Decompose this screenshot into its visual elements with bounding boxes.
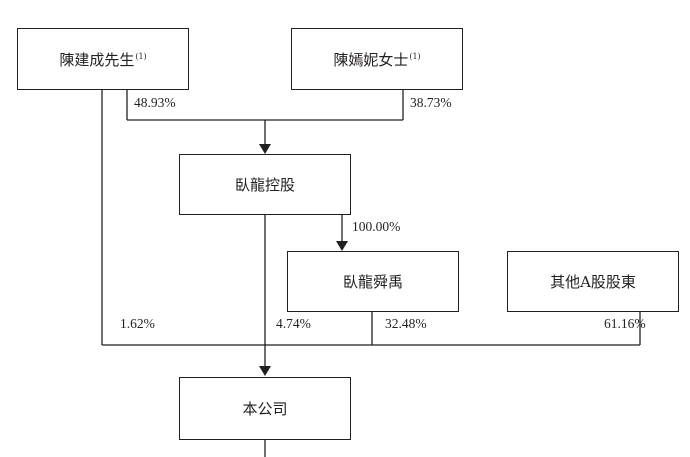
node-label: 陳嫣妮女士 xyxy=(333,50,409,69)
node-chen-yanni: 陳嫣妮女士(1) xyxy=(291,28,463,90)
node-other-a-shareholders: 其他A股股東 xyxy=(507,251,679,312)
node-label: 本公司 xyxy=(242,400,288,418)
node-label: 臥龍控股 xyxy=(234,176,295,194)
footnote-marker: (1) xyxy=(409,51,421,61)
node-label: 臥龍舜禹 xyxy=(342,273,403,291)
footnote-marker: (1) xyxy=(135,51,147,61)
node-chen-jiancheng: 陳建成先生(1) xyxy=(17,28,189,90)
pct-chen-jiancheng-company: 1.62% xyxy=(120,316,155,331)
node-company: 本公司 xyxy=(179,377,351,440)
node-wolong-shunyu: 臥龍舜禹 xyxy=(287,251,459,312)
node-label: 陳建成先生 xyxy=(59,50,135,69)
pct-holding-shunyu: 100.00% xyxy=(352,219,401,234)
node-wolong-holding: 臥龍控股 xyxy=(179,154,351,215)
pct-others-company: 61.16% xyxy=(604,316,646,331)
pct-chen-yanni-holding: 38.73% xyxy=(410,95,452,110)
pct-shunyu-company: 32.48% xyxy=(385,316,427,331)
node-label: 其他A股股東 xyxy=(550,273,636,291)
pct-chen-jiancheng-holding: 48.93% xyxy=(134,95,176,110)
pct-holding-company: 4.74% xyxy=(276,316,311,331)
